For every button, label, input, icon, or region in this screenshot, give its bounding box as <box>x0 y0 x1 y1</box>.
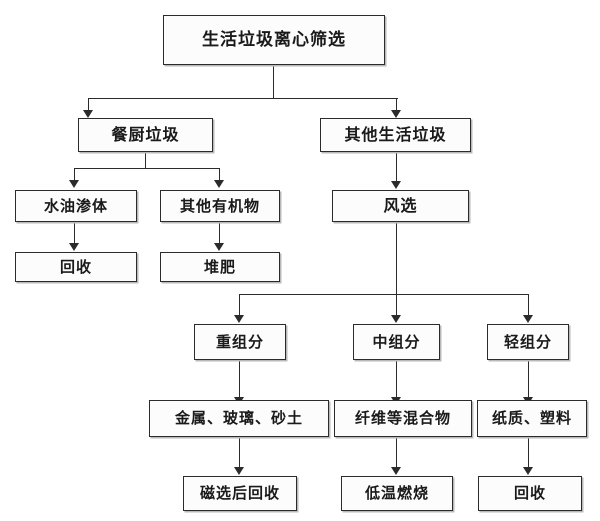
node-compost-label: 堆肥 <box>203 257 236 276</box>
arrow-wind-to-light <box>523 315 533 323</box>
edge-wind-stem <box>396 222 397 294</box>
arrow-wind-to-heavy <box>234 315 244 323</box>
node-low-temp-burn[interactable]: 低温燃烧 <box>341 476 453 511</box>
arrow-wind-to-medium <box>391 315 401 323</box>
edge-wind-to-medium-drop <box>396 294 397 316</box>
node-heavy-fraction-label: 重组分 <box>215 332 264 351</box>
node-magnetic-recycle[interactable]: 磁选后回收 <box>183 476 297 511</box>
node-recycle-right-label: 回收 <box>513 484 546 502</box>
node-light-fraction[interactable]: 轻组分 <box>487 324 569 360</box>
edge-kitchen-split-bar <box>74 168 220 169</box>
arrow-fiber-to-burn <box>391 467 401 475</box>
arrow-other-to-wind <box>391 181 401 189</box>
edge-fiber-to-burn <box>396 437 397 468</box>
arrow-root-to-kitchen <box>83 110 93 118</box>
node-other-domestic-waste-label: 其他生活垃圾 <box>344 125 447 144</box>
edge-root-to-other-drop <box>396 98 397 111</box>
node-wind-separation-label: 风选 <box>383 196 418 215</box>
node-medium-fraction-label: 中组分 <box>372 332 421 351</box>
arrow-metal-to-magnetic <box>234 467 244 475</box>
edge-organics-to-compost <box>219 222 220 244</box>
edge-kitchen-to-organics-drop <box>219 168 220 181</box>
node-metal-glass-sand[interactable]: 金属、玻璃、砂土 <box>149 400 329 437</box>
edge-medium-to-fiber <box>396 360 397 398</box>
arrow-kitchen-to-organics <box>214 180 224 188</box>
node-paper-plastic[interactable]: 纸质、塑料 <box>477 400 587 437</box>
edge-light-to-paper <box>528 360 529 398</box>
node-kitchen-waste-label: 餐厨垃圾 <box>111 125 180 144</box>
edge-metal-to-magnetic <box>239 437 240 468</box>
node-wind-separation[interactable]: 风选 <box>332 190 469 222</box>
edge-root-stem <box>273 65 274 98</box>
node-fiber-mixture-label: 纤维等混合物 <box>354 409 451 427</box>
edge-leachate-to-recycle <box>74 222 75 244</box>
node-kitchen-waste[interactable]: 餐厨垃圾 <box>78 118 213 152</box>
node-water-oil-leachate[interactable]: 水油渗体 <box>15 190 137 222</box>
arrow-leachate-to-recycle <box>69 243 79 251</box>
edge-kitchen-to-leachate-drop <box>74 168 75 181</box>
edge-paper-to-recycle <box>528 437 529 468</box>
node-recycle-left-label: 回收 <box>59 257 92 276</box>
arrow-root-to-other <box>391 110 401 118</box>
node-other-domestic-waste[interactable]: 其他生活垃圾 <box>320 118 471 152</box>
node-medium-fraction[interactable]: 中组分 <box>353 324 440 360</box>
arrow-organics-to-compost <box>214 243 224 251</box>
node-paper-plastic-label: 纸质、塑料 <box>491 409 572 427</box>
node-other-organics[interactable]: 其他有机物 <box>160 190 280 222</box>
edge-wind-to-heavy-drop <box>239 294 240 316</box>
node-recycle-left[interactable]: 回收 <box>15 252 137 282</box>
edge-root-split-bar <box>88 98 398 99</box>
node-fiber-mixture[interactable]: 纤维等混合物 <box>334 400 472 437</box>
edge-wind-split-bar <box>239 294 529 295</box>
node-metal-glass-sand-label: 金属、玻璃、砂土 <box>174 409 303 427</box>
node-other-organics-label: 其他有机物 <box>179 196 260 215</box>
edge-wind-to-light-drop <box>528 294 529 316</box>
edge-heavy-to-metal <box>239 360 240 398</box>
edge-other-to-wind <box>396 152 397 182</box>
arrow-paper-to-recycle <box>523 467 533 475</box>
node-magnetic-recycle-label: 磁选后回收 <box>199 484 280 502</box>
node-root-label: 生活垃圾离心筛选 <box>202 29 346 50</box>
node-light-fraction-label: 轻组分 <box>503 332 552 351</box>
node-low-temp-burn-label: 低温燃烧 <box>364 484 429 502</box>
node-root[interactable]: 生活垃圾离心筛选 <box>163 15 385 65</box>
node-water-oil-leachate-label: 水油渗体 <box>43 196 108 215</box>
node-compost[interactable]: 堆肥 <box>160 252 280 282</box>
edge-root-to-kitchen-drop <box>88 98 89 111</box>
edge-kitchen-stem <box>145 152 146 168</box>
node-recycle-right[interactable]: 回收 <box>478 476 582 511</box>
arrow-kitchen-to-leachate <box>69 180 79 188</box>
node-heavy-fraction[interactable]: 重组分 <box>194 324 286 360</box>
